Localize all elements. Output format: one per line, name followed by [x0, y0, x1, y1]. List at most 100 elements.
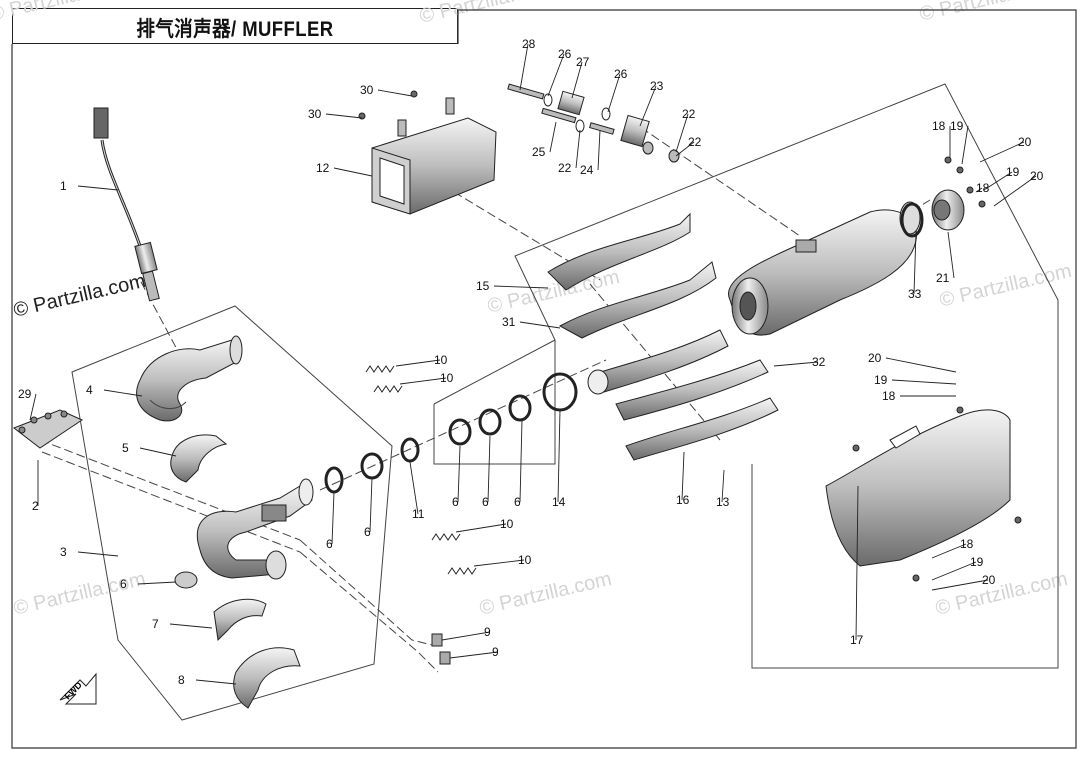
callout-number: 18 [882, 389, 896, 403]
page-title: 排气消声器/ MUFFLER [136, 18, 334, 41]
callout-leader [331, 491, 335, 545]
clamp-6 [174, 571, 198, 589]
callout-number: 30 [360, 83, 374, 97]
callout-leader [571, 61, 583, 99]
heat-shield-15 [547, 212, 717, 339]
header-pipe [136, 335, 243, 422]
callout-leader [675, 113, 689, 153]
callout-number: 1 [60, 179, 67, 193]
callout-number: 6 [364, 525, 371, 539]
callout-number: 25 [532, 145, 546, 159]
callout-leader [395, 359, 441, 367]
callout-number: 9 [492, 645, 499, 659]
bolts-9 [431, 633, 451, 665]
callout-number: 30 [308, 107, 322, 121]
callout-number: 9 [484, 625, 491, 639]
callout-leader [519, 43, 529, 91]
callout-leader [931, 579, 989, 591]
heat-shield-5 [170, 434, 228, 483]
callout-number: 2 [32, 499, 39, 513]
callout-number: 7 [152, 617, 159, 631]
callout-leader [721, 469, 725, 503]
callout-number: 11 [412, 507, 425, 521]
callout-number: 20 [1018, 135, 1032, 149]
callout-number: 10 [500, 517, 514, 531]
callout-number: 18 [976, 181, 990, 195]
callout-number: 20 [868, 351, 882, 365]
callout-number: 15 [476, 279, 490, 293]
callout-number: 6 [514, 495, 521, 509]
callout-leader [983, 171, 1013, 191]
callout-leader [681, 451, 685, 501]
callout-number: 22 [682, 107, 696, 121]
callout-leader [333, 167, 373, 177]
callout-leader [597, 129, 601, 171]
heat-shield-7 [213, 598, 267, 642]
heat-shield-31 [558, 261, 717, 339]
end-cap [900, 156, 986, 238]
group-outlines [71, 83, 1059, 721]
callout-number: 6 [120, 577, 127, 591]
callout-leader [457, 445, 461, 503]
callout-leader [377, 89, 413, 97]
callout-leader [399, 377, 447, 385]
callout-number: 6 [482, 495, 489, 509]
callout-leader [137, 581, 177, 585]
callout-leader [913, 231, 917, 295]
callout-leader [575, 129, 581, 169]
springs [365, 365, 477, 575]
callout-leader [773, 361, 819, 367]
callout-number: 18 [932, 119, 946, 133]
callout-leader [455, 523, 507, 533]
callout-leader [487, 435, 491, 503]
callout-number: 12 [316, 161, 330, 175]
callout-number: 19 [1006, 165, 1020, 179]
heat-shield-8 [233, 647, 301, 709]
callout-number: 29 [18, 387, 32, 401]
callout-number: 26 [558, 47, 572, 61]
callout-number: 23 [650, 79, 664, 93]
callout-number: 22 [558, 161, 572, 175]
callout-number: 27 [576, 55, 590, 69]
callout-number: 31 [502, 315, 516, 329]
callout-number: 5 [122, 441, 129, 455]
callout-number: 3 [60, 545, 67, 559]
callout-number: 22 [688, 135, 702, 149]
callout-number: 8 [178, 673, 185, 687]
callout-number: 18 [960, 537, 974, 551]
callout-leader [369, 477, 373, 533]
callout-leader [607, 73, 621, 113]
callout-number: 4 [86, 383, 93, 397]
callout-leader [139, 447, 177, 457]
callout-number: 26 [614, 67, 628, 81]
muffler-body [727, 201, 921, 336]
callout-leader [931, 543, 967, 559]
callout-leader [885, 357, 957, 373]
callout-number: 19 [950, 119, 964, 133]
callout-number: 24 [580, 163, 594, 177]
callout-number: 21 [936, 271, 950, 285]
callout-number: 14 [552, 495, 566, 509]
callout-number: 33 [908, 287, 922, 301]
front-exhaust-pipe [196, 478, 314, 580]
callout-leader [557, 409, 561, 503]
callout-leader [931, 561, 977, 581]
callout-leader [103, 389, 143, 397]
callout-leader [29, 393, 37, 421]
callout-number: 20 [1030, 169, 1044, 183]
callout-number: 6 [452, 495, 459, 509]
callout-leader [993, 175, 1037, 207]
callout-leader [979, 141, 1025, 163]
callout-leader [891, 379, 957, 385]
o2-sensor [93, 107, 160, 302]
callout-number: 13 [716, 495, 730, 509]
callout-leader [947, 231, 955, 279]
callout-leader [493, 285, 549, 289]
frame-outline [11, 9, 1077, 749]
callout-leader [549, 121, 557, 153]
mount-hardware [507, 83, 680, 163]
forward-arrow-icon [59, 672, 97, 705]
callout-leader [473, 559, 525, 567]
